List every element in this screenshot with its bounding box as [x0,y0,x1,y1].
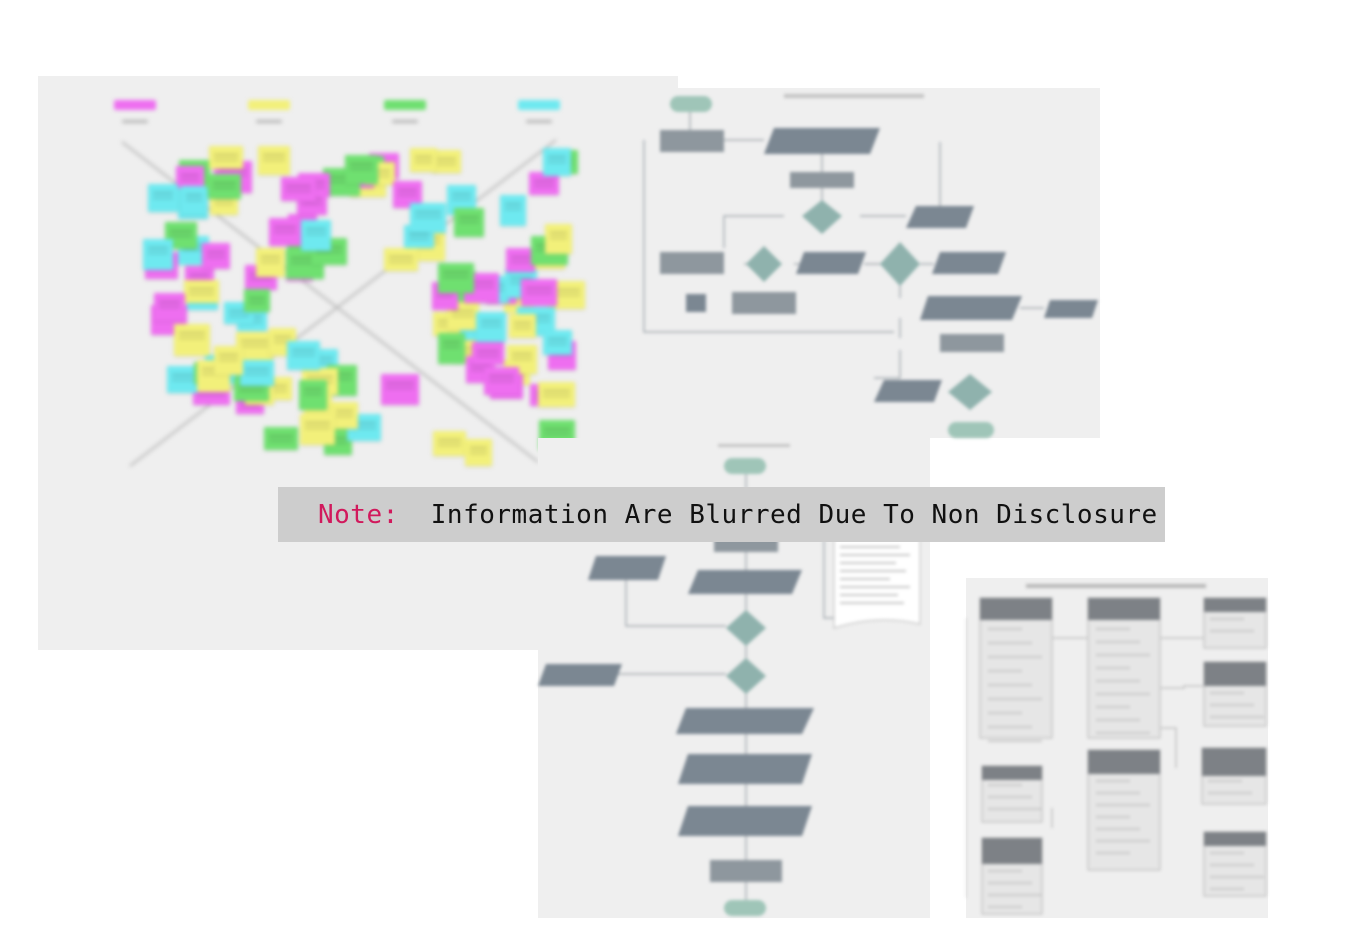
schema-table [981,837,1043,915]
sticky-note [208,174,242,200]
sticky-note [209,146,243,170]
legend-text [256,120,282,123]
sticky-note [166,365,199,394]
sticky-note [202,243,230,269]
sticky-note [476,312,506,343]
legend-chip [114,100,156,110]
sticky-note [213,345,244,376]
sticky-note [301,219,331,252]
sticky-note [258,146,290,176]
sticky-note [299,380,328,411]
schema-table [1087,749,1161,871]
sticky-note [410,148,437,173]
legend-chip [518,100,560,110]
sticky-note [153,293,186,321]
sticky-note [380,374,419,406]
sticky-note [184,280,220,303]
flowchart-1-diagram [643,94,1098,438]
sticky-note [437,263,475,293]
sticky-note [268,217,301,246]
schema-table [1203,597,1267,649]
sticky-note [142,239,173,270]
sticky-note [180,185,207,216]
io-parallelogram [764,128,880,154]
disclosure-note-banner: Note: Information Are Blurred Due To Non… [278,487,1165,542]
sticky-note [543,330,573,355]
legend-text [122,120,148,123]
legend-chip [384,100,426,110]
schema-table [981,765,1043,823]
sticky-note [500,195,527,226]
process-flowchart-1 [634,88,1100,438]
affinity-map-content [38,76,678,650]
sticky-note [384,248,418,272]
process-box [660,130,724,152]
sticky-note [484,367,519,396]
sticky-note [545,224,572,255]
sticky-note [147,184,178,212]
sticky-note [464,439,493,467]
end-terminal [724,900,766,916]
sticky-note [453,207,484,237]
sticky-note [174,324,211,357]
legend-chip [248,100,290,110]
affinity-map-board [38,76,678,650]
sticky-note [472,341,505,365]
note-label: Note: [318,499,399,530]
schema-table [979,597,1053,739]
sticky-note [330,402,359,430]
sticky-note [437,333,466,365]
start-terminal [724,458,766,474]
legend-text [526,120,552,123]
sticky-note [543,147,571,176]
sticky-note [256,248,286,278]
sticky-note [240,359,274,386]
legend-text [392,120,418,123]
sticky-note [264,426,298,451]
sticky-note [410,203,446,233]
note-text: Information Are Blurred Due To Non Discl… [430,499,1158,530]
sticky-note [344,154,378,184]
sticky-note [287,340,321,371]
decision-diamond [802,200,842,234]
database-schema [966,578,1268,918]
sticky-note [281,177,316,201]
sticky-note [521,279,558,306]
sticky-note [243,288,271,313]
sticky-note [508,314,536,338]
sticky-note [538,382,576,407]
sticky-note [431,149,461,174]
sticky-note [506,247,536,273]
sticky-note [300,414,335,445]
sticky-note [528,172,559,196]
schema-table [1201,747,1267,805]
schema-diagram [966,584,1267,915]
start-terminal [670,96,712,112]
sticky-note [432,430,466,456]
